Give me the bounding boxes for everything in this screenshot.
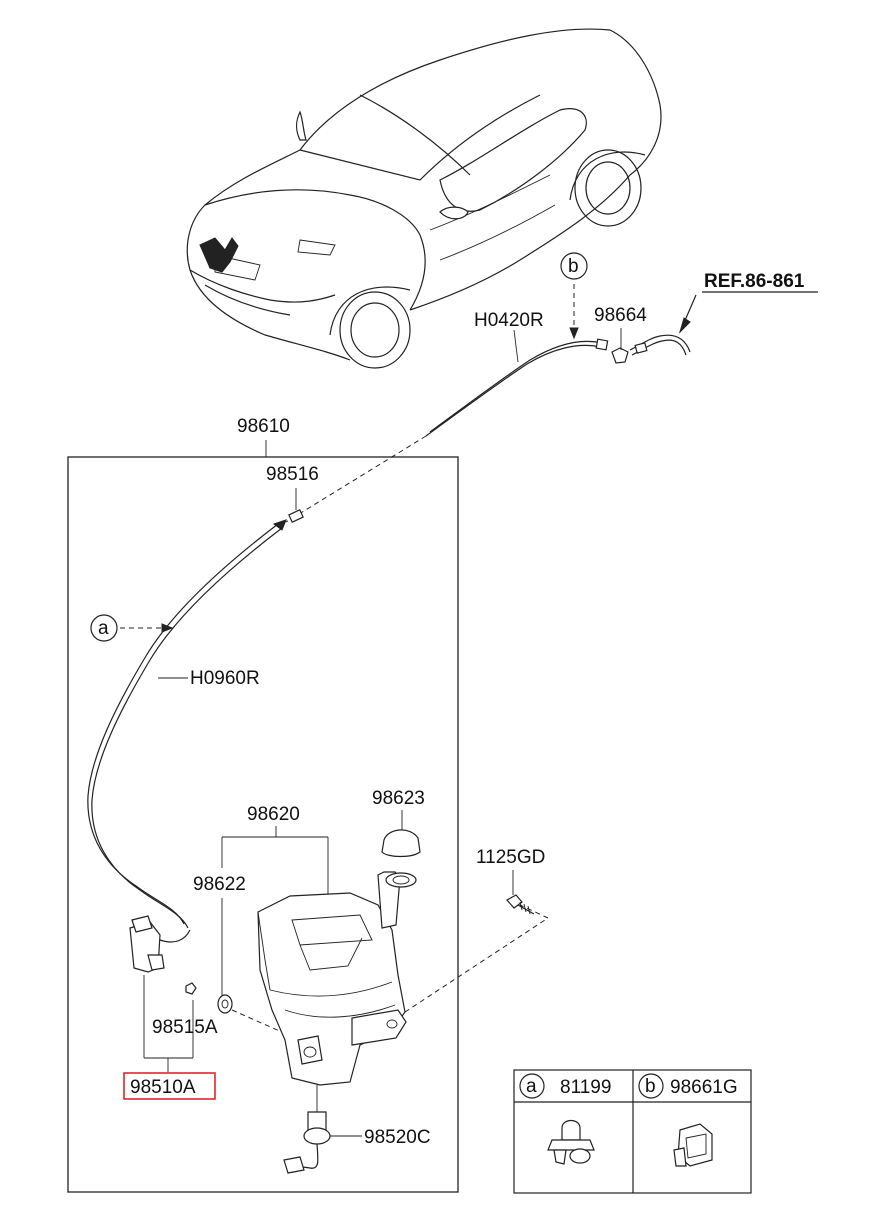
label-98520c: 98520C: [364, 1127, 431, 1148]
connector-98664-part: [611, 347, 629, 364]
label-h0960r: H0960R: [190, 668, 260, 689]
assembly-frame-98610: [67, 456, 459, 1193]
car-illustration: [186, 28, 662, 369]
pump-98510a-group: [129, 915, 197, 1072]
highlight-box-98510a: [123, 1072, 216, 1100]
legend-table: a 81199 b 98661G: [513, 1069, 752, 1194]
clip-98661g-icon: [673, 1123, 713, 1167]
callout-a-letter: a: [98, 618, 109, 639]
label-98623: 98623: [372, 788, 425, 809]
bolt-1125gd-group: [506, 870, 535, 915]
label-98515a: 98515A: [152, 1017, 218, 1038]
clip-81199-icon: [547, 1119, 595, 1165]
label-98620: 98620: [247, 804, 300, 825]
label-98622: 98622: [193, 874, 246, 895]
dashed-leader-98610: [285, 435, 427, 523]
hose-h0960r-group: [87, 488, 304, 929]
legend-b-part: 98661G: [670, 1077, 738, 1098]
joint-98516-part: [288, 509, 304, 523]
label-98610: 98610: [237, 416, 290, 437]
label-1125gd: 1125GD: [476, 847, 545, 868]
sensor-98520c-group: [283, 1085, 362, 1174]
reservoir-98620-group: [217, 810, 549, 1086]
callout-a-circle: [90, 614, 118, 642]
callout-b-letter: b: [568, 256, 579, 277]
label-98664: 98664: [594, 305, 647, 326]
legend-a-part: 81199: [560, 1077, 611, 1098]
hose-h0420r-group: [425, 284, 697, 437]
label-ref-86-861: REF.86-861: [704, 271, 805, 292]
legend-b-letter: b: [645, 1076, 656, 1097]
callout-b-circle: [560, 252, 588, 280]
label-h0420r: H0420R: [474, 310, 544, 331]
label-98516: 98516: [266, 464, 319, 485]
legend-a-letter: a: [526, 1076, 537, 1097]
label-98510a: 98510A: [130, 1077, 196, 1098]
